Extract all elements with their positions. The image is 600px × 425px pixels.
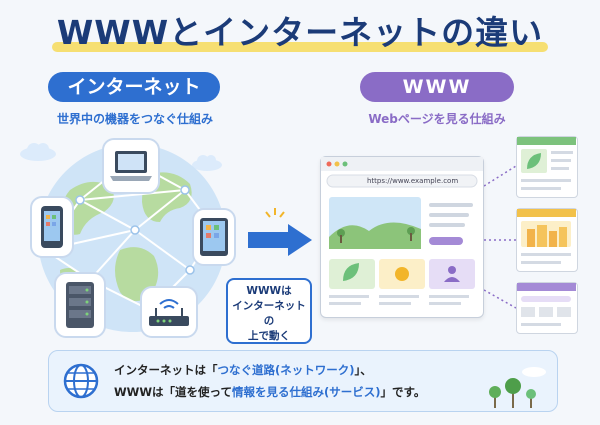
- summary-line-1-highlight: つなぐ道路(ネットワーク): [217, 363, 355, 377]
- summary-line-2-text: WWWは「道を使って: [114, 385, 232, 399]
- browser-url: https://www.example.com: [367, 177, 459, 185]
- callout-line-2: インターネットの: [232, 300, 306, 327]
- cloud-icon: [192, 155, 222, 171]
- server-icon: [66, 282, 94, 328]
- laptop-icon: [110, 151, 152, 181]
- summary-line-1-text: インターネットは「: [114, 363, 218, 377]
- tree-icon: [489, 367, 546, 408]
- server-device: [54, 272, 106, 338]
- summary-line-1: インターネットは「つなぐ道路(ネットワーク)」、: [114, 362, 372, 378]
- summary-note: [48, 350, 558, 412]
- title-underline: [52, 42, 548, 52]
- webpage-card-city: [516, 208, 578, 272]
- summary-line-2-end: 」です。: [380, 385, 426, 399]
- browser-window: https://www.example.com: [320, 156, 484, 318]
- city-icon: [517, 209, 576, 264]
- browser-icon: [321, 157, 483, 305]
- connector-lines: [484, 165, 517, 309]
- summary-line-2: WWWは「道を使って情報を見る仕組み(サービス)」です。: [114, 384, 425, 400]
- page-title: WWWとインターネットの違い: [56, 13, 544, 52]
- www-subtitle: Webページを見る仕組み: [368, 112, 506, 126]
- laptop-device: [102, 138, 160, 194]
- internet-subtitle: 世界中の機器をつなぐ仕組み: [56, 112, 213, 126]
- leaf-icon: [517, 137, 576, 190]
- sparkle-icon: [265, 208, 285, 218]
- internet-label: インターネット: [48, 72, 220, 102]
- smartphone-icon: [41, 206, 63, 248]
- tablet-device: [192, 208, 236, 266]
- globe-icon: [63, 363, 99, 399]
- webpage-card-profile: [516, 282, 578, 334]
- smartphone-device: [30, 196, 74, 258]
- router-icon: [149, 299, 189, 326]
- callout-line-1: WWWは: [246, 285, 292, 297]
- www-label: WWW: [360, 72, 514, 102]
- user-icon: [517, 283, 576, 326]
- callout-line-3: 上で動く: [248, 330, 290, 342]
- cloud-icon: [20, 143, 56, 161]
- tablet-icon: [200, 218, 228, 256]
- summary-line-1-end: 」、: [354, 363, 372, 377]
- arrow-right-icon: [248, 224, 312, 256]
- webpage-card-nature: [516, 136, 578, 198]
- callout-box: WWWは インターネットの 上で動く: [226, 278, 312, 344]
- router-device: [140, 286, 198, 338]
- summary-line-2-highlight: 情報を見る仕組み(サービス): [231, 385, 381, 399]
